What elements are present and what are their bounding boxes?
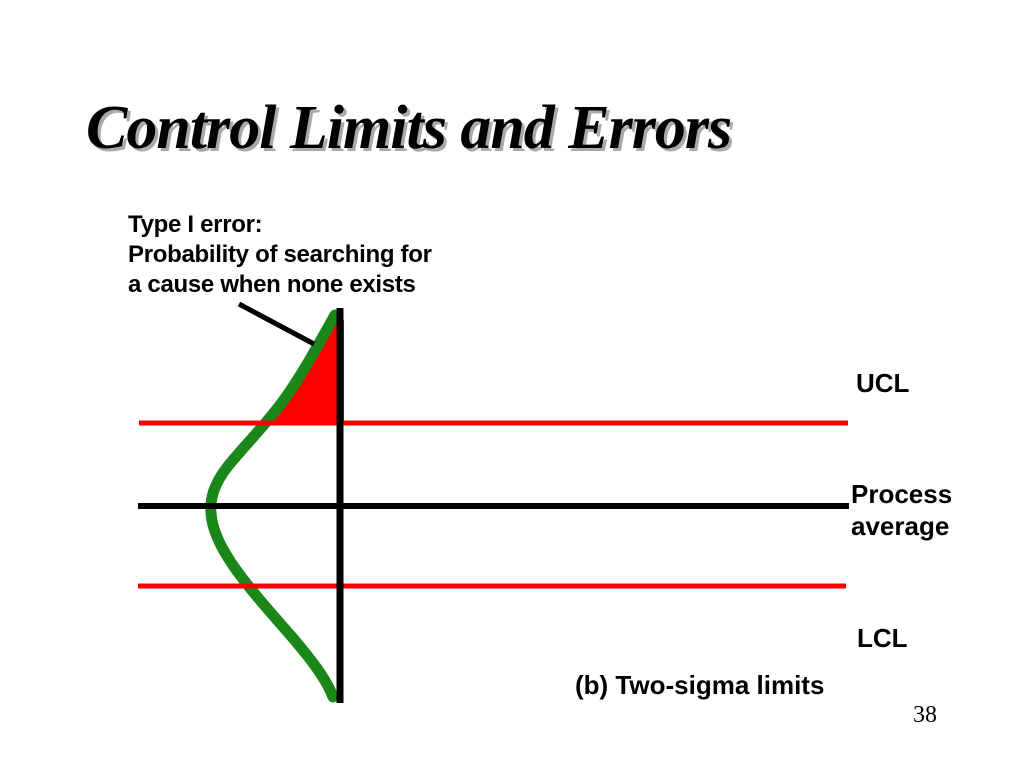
distribution-curve <box>205 309 341 703</box>
type1-error-annotation: Type I error: Probability of searching f… <box>128 210 432 300</box>
process-average-label-line: Process <box>851 479 953 509</box>
caption: (b) Two-sigma limits <box>575 670 825 700</box>
lcl-label: LCL <box>857 623 908 653</box>
process-average-label: Process average <box>851 478 952 542</box>
annotation-line: Type I error: <box>128 211 263 238</box>
slide-title: Control Limits and Errors <box>86 94 732 162</box>
annotation-line: a cause when none exists <box>128 271 416 298</box>
ucl-label: UCL <box>856 368 910 398</box>
page-number: 38 <box>913 702 937 728</box>
process-average-label-line: average <box>851 511 950 541</box>
annotation-line: Probability of searching for <box>128 241 432 268</box>
annotation-pointer-line <box>237 301 316 347</box>
